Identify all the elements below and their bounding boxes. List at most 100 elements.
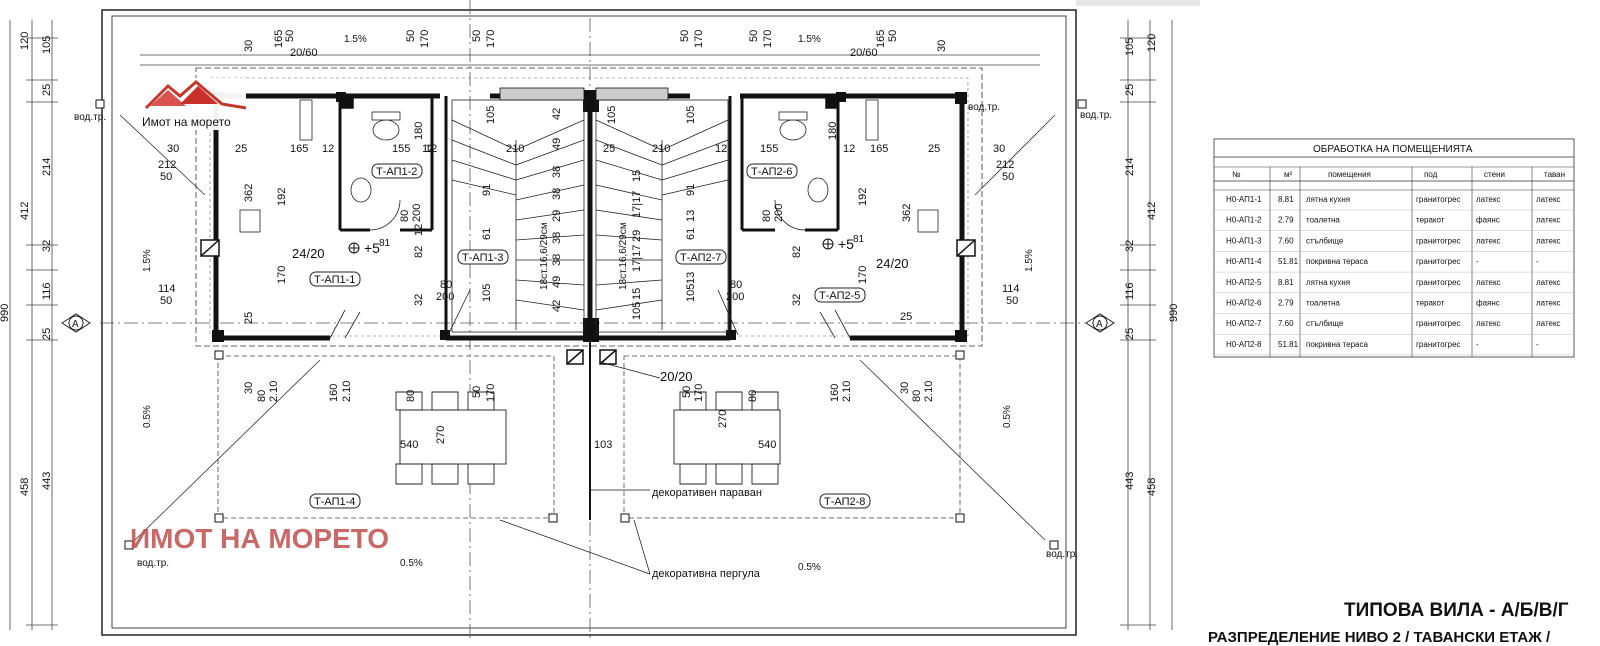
dim-1717a: 17|17 bbox=[631, 191, 643, 218]
dim-38a: 38 bbox=[551, 166, 563, 178]
finish-table-cell: 7.60 bbox=[1278, 319, 1294, 328]
pergola-outline bbox=[217, 355, 961, 519]
decorative-pergola-label: декоративна пергула bbox=[652, 568, 761, 580]
dim-15b: 15 bbox=[631, 288, 643, 300]
dining-table-right bbox=[673, 391, 781, 485]
dim-105f: 105 bbox=[685, 284, 697, 302]
interior-dims: 25 165 12 155 12 210 25 210 12 155 12 16… bbox=[158, 106, 1020, 324]
dim-top-50b: 50 bbox=[405, 30, 417, 42]
dim-210c: 2.10 bbox=[341, 381, 353, 402]
finish-table-header-5: таван bbox=[1544, 170, 1565, 179]
room-tag-ap1-1: Т-АП1-1 bbox=[314, 274, 355, 286]
dim-362b: 362 bbox=[901, 204, 913, 222]
dim-540a: 540 bbox=[400, 439, 418, 451]
room-tag-ap1-3: Т-АП1-3 bbox=[462, 252, 503, 264]
dim-105a: 105 bbox=[485, 106, 497, 124]
right-dim-labels: 105 120 25 214 412 32 116 25 990 443 458 bbox=[1124, 34, 1180, 496]
dim-210f: 2.10 bbox=[923, 381, 935, 402]
dim-30c: 30 bbox=[243, 382, 255, 394]
dim-165b: 165 bbox=[870, 143, 888, 155]
dim-80g: 80 bbox=[405, 390, 417, 402]
dim-80b: 80 bbox=[761, 210, 773, 222]
finish-table-cell: Н0-АП2-5 bbox=[1226, 278, 1262, 287]
dim-left-32: 32 bbox=[41, 240, 53, 252]
dim-left-214: 214 bbox=[41, 158, 53, 176]
finish-table-cell: - bbox=[1536, 340, 1539, 349]
dim-50c: 50 bbox=[160, 295, 172, 307]
watermark: ИМОТ НА МОРЕТО bbox=[130, 523, 389, 554]
finish-table-cell: лятна кухня bbox=[1306, 195, 1350, 204]
axis-marker-right: A bbox=[1085, 313, 1115, 333]
finish-table-cell: латекс bbox=[1476, 319, 1501, 328]
dim-91b: 91 bbox=[685, 184, 697, 196]
dim-42a: 42 bbox=[551, 108, 563, 120]
finish-table-cell: лятна кухня bbox=[1306, 278, 1350, 287]
dim-38c: 38 bbox=[551, 232, 563, 244]
dim-29b: 29 bbox=[631, 230, 643, 242]
dim-80h: 80 bbox=[747, 390, 759, 402]
dim-114a: 114 bbox=[158, 283, 176, 295]
room-tag-ap2-5: Т-АП2-5 bbox=[819, 290, 860, 302]
dim-165a: 165 bbox=[290, 143, 308, 155]
dim-top-165: 165 bbox=[273, 30, 285, 48]
dim-right-105: 105 bbox=[1124, 38, 1136, 56]
drawing-title: ТИПОВА ВИЛА - А/Б/В/Г bbox=[1344, 600, 1569, 621]
dim-270b: 270 bbox=[717, 410, 729, 428]
finish-table-cell: 2.79 bbox=[1278, 299, 1294, 308]
dim-80a: 80 bbox=[399, 210, 411, 222]
dim-200c: 200 bbox=[436, 291, 454, 303]
decorative-screen-label: декоративен параван bbox=[652, 487, 762, 499]
slope-label-bottom-right: 0.5% bbox=[798, 562, 821, 573]
chimney-label-right: 20/60 bbox=[850, 47, 878, 59]
finish-table-cell: 51.81 bbox=[1278, 257, 1299, 266]
drain-label-tl: вод.тр. bbox=[74, 112, 106, 123]
dim-61b: 61 bbox=[685, 228, 697, 240]
finish-table-title: ОБРАБОТКА НА ПОМЕЩЕНИЯТА bbox=[1313, 144, 1473, 155]
drawing-frame-inner bbox=[111, 15, 1067, 629]
drain-label-br: вод.тр. bbox=[1046, 549, 1078, 560]
dim-left-105: 105 bbox=[41, 36, 53, 54]
dim-30b: 30 bbox=[993, 143, 1005, 155]
finish-table-col-lines bbox=[1269, 167, 1533, 357]
dim-105d: 105 bbox=[631, 302, 643, 320]
dim-32a: 32 bbox=[413, 294, 425, 306]
finish-table-cell: теракот bbox=[1416, 299, 1445, 308]
dim-170f: 170 bbox=[693, 384, 705, 402]
finish-table-cell: 8.81 bbox=[1278, 278, 1294, 287]
dim-160b: 160 bbox=[829, 384, 841, 402]
finish-table-header-0: № bbox=[1232, 170, 1241, 179]
dim-155b: 155 bbox=[760, 143, 778, 155]
dim-12d: 12 bbox=[843, 143, 855, 155]
dim-29a: 29 bbox=[551, 210, 563, 222]
finish-table-cell: латекс bbox=[1536, 216, 1561, 225]
dim-top-50f: 50 bbox=[887, 30, 899, 42]
dim-80f: 80 bbox=[911, 390, 923, 402]
dim-160a: 160 bbox=[328, 384, 340, 402]
dim-38d: 38 bbox=[551, 254, 563, 266]
dim-91a: 91 bbox=[481, 184, 493, 196]
top-dimension-line bbox=[140, 54, 1040, 66]
dim-80c: 80 bbox=[440, 279, 452, 291]
roof-outline bbox=[195, 67, 983, 347]
finish-table-cell: покривна тераса bbox=[1306, 257, 1368, 266]
room-tags: Т-АП1-2 Т-АП1-1 Т-АП1-3 Т-АП2-6 Т-АП2-7 … bbox=[309, 163, 871, 509]
drain-label-tr2: вод.тр. bbox=[1080, 110, 1112, 121]
dim-left-25b: 25 bbox=[41, 328, 53, 340]
dim-12f: 12 bbox=[422, 143, 434, 155]
finish-table-cell: тоалетна bbox=[1306, 216, 1340, 225]
finish-table-cell: гранитогрес bbox=[1416, 340, 1461, 349]
room-tag-ap2-8: Т-АП2-8 bbox=[824, 496, 865, 508]
dim-left-116: 116 bbox=[41, 282, 53, 300]
dim-12c: 12 bbox=[715, 143, 727, 155]
dim-top-170c: 170 bbox=[693, 30, 705, 48]
dim-105e: 105 bbox=[481, 284, 493, 302]
finish-table-cell: стълбище bbox=[1306, 236, 1344, 245]
finish-table-cell: Н0-АП1-4 bbox=[1226, 257, 1262, 266]
dim-80e: 80 bbox=[256, 390, 268, 402]
stairs-note-left: 18ст.16,6/29см bbox=[539, 222, 550, 290]
slope-label-top-right: 1.5% bbox=[798, 34, 821, 45]
